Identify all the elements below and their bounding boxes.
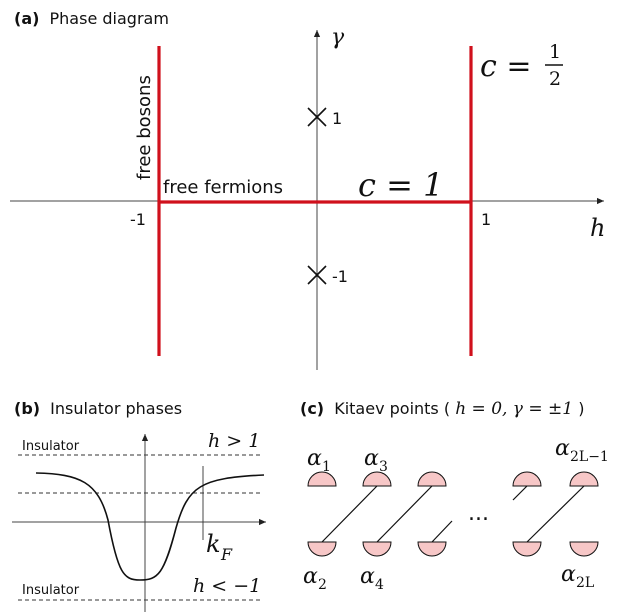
free-fermions-label: free fermions [163, 177, 283, 198]
panel-b-tag: (b) [14, 399, 40, 418]
central-charge-1-label: c = 1 [358, 166, 443, 204]
panel-c-title-prefix: Kitaev points ( [334, 399, 450, 418]
panel-c-title-math: h = 0, γ = ±1 [455, 399, 573, 419]
majorana-top-row [307, 471, 599, 487]
insulator-label-top: Insulator [22, 439, 80, 454]
central-charge-half-label: c = 1 2 [480, 41, 563, 90]
site-top-1 [307, 471, 337, 487]
point-label-1: 1 [332, 109, 342, 128]
svg-text:(c) Kitaev points (: (c) Kitaev points ( h = 0, γ = ±1 ) [300, 399, 584, 419]
svg-text:(b) Insulator phases: (b) Insulator phases [14, 399, 182, 418]
site-bottom-3 [417, 541, 447, 557]
kitaev-point-bottom [307, 265, 327, 285]
alpha-2L-minus-1-label: α 2L−1 [555, 436, 609, 465]
alpha-2-label: α 2 [303, 564, 327, 593]
kitaev-point-top [307, 107, 327, 127]
svg-text:(a) Phase diagram: (a) Phase diagram [14, 9, 169, 28]
bond-1 [321, 485, 378, 543]
alpha-1-label: α 1 [307, 446, 331, 475]
panel-a: (a) Phase diagram γ h -1 1 1 -1 free bos… [10, 9, 605, 370]
h-axis-label: h [590, 214, 605, 242]
panel-a-tag: (a) [14, 9, 39, 28]
alpha-2L-label: α 2L [561, 562, 594, 591]
site-top-5 [569, 471, 599, 487]
panel-b-title: Insulator phases [50, 399, 182, 418]
h-greater-1-label: h > 1 [208, 430, 260, 452]
svg-text:2: 2 [318, 577, 327, 593]
svg-text:α: α [360, 564, 375, 589]
alpha-4-label: α 4 [360, 564, 384, 593]
panel-c: (c) Kitaev points ( h = 0, γ = ±1 ) [300, 399, 609, 593]
site-bottom-4 [512, 541, 542, 557]
panel-c-title-suffix: ) [578, 399, 584, 418]
site-bottom-5 [569, 541, 599, 557]
tick-plus-1: 1 [481, 210, 491, 229]
site-bottom-1 [307, 541, 337, 557]
free-bosons-label: free bosons [134, 75, 155, 180]
kF-label: k F [206, 530, 233, 564]
svg-text:F: F [220, 545, 233, 564]
svg-text:2L−1: 2L−1 [570, 449, 609, 465]
dispersion-curve [35, 472, 265, 581]
svg-text:α: α [555, 436, 570, 461]
tick-minus-1: -1 [130, 210, 146, 229]
svg-text:α: α [303, 564, 318, 589]
svg-text:3: 3 [379, 459, 388, 475]
bond-4-partial [512, 485, 528, 501]
bond-3-partial [431, 520, 453, 543]
alpha-3-label: α 3 [364, 446, 388, 475]
svg-text:c =: c = [480, 49, 531, 84]
svg-text:α: α [307, 446, 322, 471]
svg-text:α: α [561, 562, 576, 587]
kitaev-bonds [321, 485, 585, 543]
bond-2 [376, 485, 433, 543]
site-bottom-2 [362, 541, 392, 557]
site-top-3 [417, 471, 447, 487]
svg-text:1: 1 [322, 459, 331, 475]
majorana-bottom-row [307, 541, 599, 557]
svg-text:2L: 2L [576, 575, 594, 591]
h-less-minus-1-label: h < −1 [193, 575, 261, 597]
panel-a-title: Phase diagram [50, 9, 169, 28]
site-top-4 [512, 471, 542, 487]
point-label-minus-1: -1 [332, 267, 348, 286]
svg-text:4: 4 [375, 577, 384, 593]
svg-text:α: α [364, 446, 379, 471]
chain-ellipsis: ... [468, 501, 489, 526]
svg-text:1: 1 [549, 41, 561, 63]
bond-5 [526, 485, 585, 543]
site-top-2 [362, 471, 392, 487]
insulator-label-bottom: Insulator [22, 583, 80, 598]
svg-text:k: k [206, 530, 221, 558]
panel-c-tag: (c) [300, 399, 324, 418]
gamma-axis-label: γ [331, 25, 345, 50]
svg-text:2: 2 [549, 68, 561, 90]
panel-b: (b) Insulator phases Insulator Insulator… [12, 399, 266, 612]
